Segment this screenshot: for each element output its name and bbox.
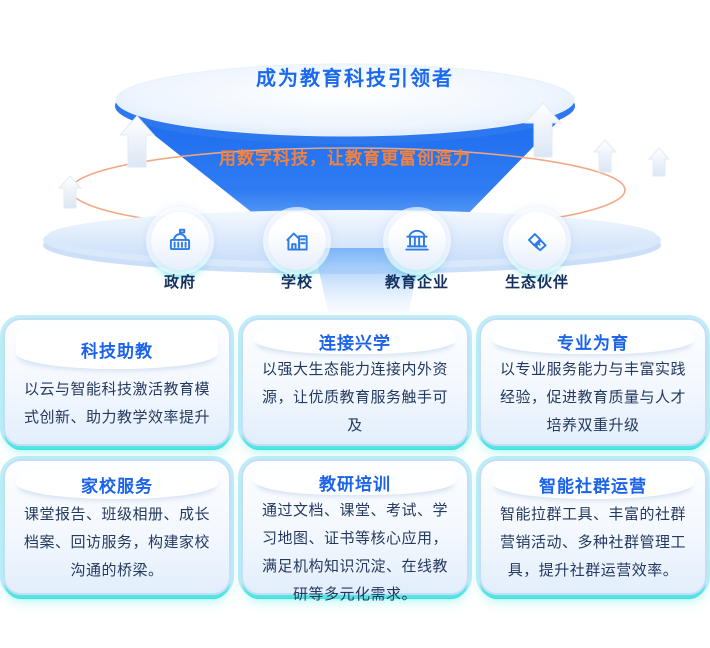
card-connect-learning[interactable]: 连接兴学 以强大生态能力连接内外资源，让优质教育服务触手可及 xyxy=(241,318,469,446)
card-description: 以强大生态能力连接内外资源，让优质教育服务触手可及 xyxy=(261,361,448,434)
card-professional-education[interactable]: 专业为育 以专业服务能力与丰富实践经验，促进教育质量与人才培养双重升级 xyxy=(479,318,707,446)
government-icon xyxy=(169,228,191,250)
school-icon xyxy=(286,232,308,251)
card-header: 教研培训 xyxy=(254,470,456,495)
card-header: 家校服务 xyxy=(16,470,218,499)
card-description: 智能拉群工具、丰富的社群营销活动、多种社群管理工具，提升社群运营效率。 xyxy=(499,506,686,579)
audience-badge-partner xyxy=(508,212,566,270)
up-arrows xyxy=(57,102,671,209)
card-title: 教研培训 xyxy=(319,475,391,494)
audience-label-enterprise: 教育企业 xyxy=(384,274,449,291)
hero-funnel-section: 成为教育科技引领者 用数字科技，让教育更富创造力 xyxy=(0,0,710,314)
card-description: 以云与智能科技激活教育模式创新、助力教学效率提升 xyxy=(23,380,210,426)
card-title: 家校服务 xyxy=(81,477,153,496)
card-description: 课堂报告、班级相册、成长档案、回访服务，构建家校沟通的桥梁。 xyxy=(23,506,210,579)
card-title: 科技助教 xyxy=(81,341,153,361)
card-title: 专业为育 xyxy=(557,334,629,353)
funnel-neck xyxy=(314,248,422,312)
card-home-school-service[interactable]: 家校服务 课堂报告、班级相册、成长档案、回访服务，构建家校沟通的桥梁。 xyxy=(3,459,231,595)
card-title: 智能社群运营 xyxy=(539,477,647,496)
card-description: 通过文档、课堂、考试、学习地图、证书等核心应用，满足机构知识沉淀、在线教研等多元… xyxy=(261,502,448,603)
audience-badge-enterprise xyxy=(388,212,446,270)
card-description: 以专业服务能力与丰富实践经验，促进教育质量与人才培养双重升级 xyxy=(499,361,686,434)
card-header: 智能社群运营 xyxy=(492,470,694,499)
card-header: 专业为育 xyxy=(492,329,694,354)
audience-label-school: 学校 xyxy=(280,274,313,291)
audience-label-partner: 生态伙伴 xyxy=(504,274,569,291)
enterprise-building-icon xyxy=(405,229,429,251)
card-teaching-research-training[interactable]: 教研培训 通过文档、课堂、考试、学习地图、证书等核心应用，满足机构知识沉淀、在线… xyxy=(241,459,469,603)
card-smart-community-operation[interactable]: 智能社群运营 智能拉群工具、丰富的社群营销活动、多种社群管理工具，提升社群运营效… xyxy=(479,459,707,595)
hero-title: 成为教育科技引领者 xyxy=(256,68,454,90)
audience-label-government: 政府 xyxy=(163,274,196,291)
hero-subtitle: 用数字科技，让教育更富创造力 xyxy=(219,149,471,168)
audience-badge-school xyxy=(268,212,326,270)
card-title: 连接兴学 xyxy=(319,334,391,353)
card-tech-teaching[interactable]: 科技助教 以云与智能科技激活教育模式创新、助力教学效率提升 xyxy=(3,318,231,446)
card-header: 科技助教 xyxy=(16,329,218,369)
card-header: 连接兴学 xyxy=(254,329,456,354)
feature-cards-grid: 科技助教 以云与智能科技激活教育模式创新、助力教学效率提升 连接兴学 以强大生态… xyxy=(3,318,707,603)
handshake-icon xyxy=(528,233,547,252)
audience-badge-government xyxy=(151,212,209,270)
